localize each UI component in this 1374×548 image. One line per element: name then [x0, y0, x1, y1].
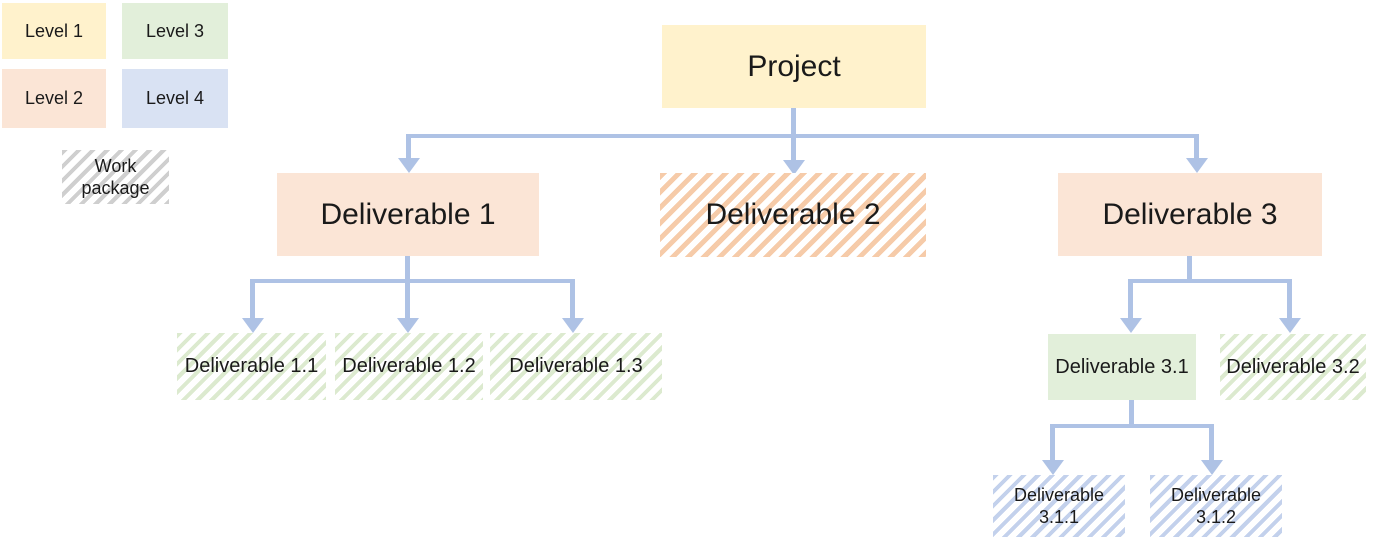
connector-arrowhead [1186, 158, 1208, 173]
connector-line [1194, 138, 1199, 159]
connector-line [1128, 283, 1133, 318]
legend-level-3: Level 3 [122, 3, 228, 59]
node-deliverable-3-1-2: Deliverable 3.1.2 [1150, 475, 1282, 537]
connector-line [406, 134, 1199, 138]
connector-line [1187, 256, 1192, 283]
connector-arrowhead [1279, 318, 1301, 333]
node-deliverable-1-2: Deliverable 1.2 [335, 333, 483, 400]
legend-work-package: Work package [62, 150, 169, 204]
connector-line [570, 283, 575, 318]
node-deliverable-3-1-1: Deliverable 3.1.1 [993, 475, 1125, 537]
connector-line [406, 138, 411, 159]
connector-arrowhead [397, 318, 419, 333]
connector-arrowhead [562, 318, 584, 333]
connector-arrowhead [783, 160, 805, 175]
legend-level-2: Level 2 [2, 69, 106, 128]
connector-line [791, 138, 796, 161]
node-deliverable-3: Deliverable 3 [1058, 173, 1322, 256]
connector-line [405, 256, 410, 283]
connector-arrowhead [398, 158, 420, 173]
connector-arrowhead [242, 318, 264, 333]
connector-arrowhead [1120, 318, 1142, 333]
connector-line [1209, 428, 1214, 460]
node-deliverable-2: Deliverable 2 [660, 173, 926, 257]
node-deliverable-3-2: Deliverable 3.2 [1220, 334, 1366, 400]
connector-line [791, 108, 796, 138]
connector-line [1128, 279, 1292, 283]
connector-line [1050, 424, 1214, 428]
connector-arrowhead [1201, 460, 1223, 475]
legend-level-4: Level 4 [122, 69, 228, 128]
node-project: Project [662, 25, 926, 108]
node-deliverable-1: Deliverable 1 [277, 173, 539, 256]
connector-line [250, 283, 255, 318]
node-deliverable-1-1: Deliverable 1.1 [177, 333, 326, 400]
node-deliverable-1-3: Deliverable 1.3 [490, 333, 662, 400]
legend-level-1: Level 1 [2, 3, 106, 59]
connector-line [1050, 428, 1055, 460]
connector-line [405, 283, 410, 318]
node-deliverable-3-1: Deliverable 3.1 [1048, 334, 1196, 400]
connector-line [250, 279, 575, 283]
connector-line [1129, 400, 1134, 428]
connector-arrowhead [1042, 460, 1064, 475]
connector-line [1287, 283, 1292, 318]
